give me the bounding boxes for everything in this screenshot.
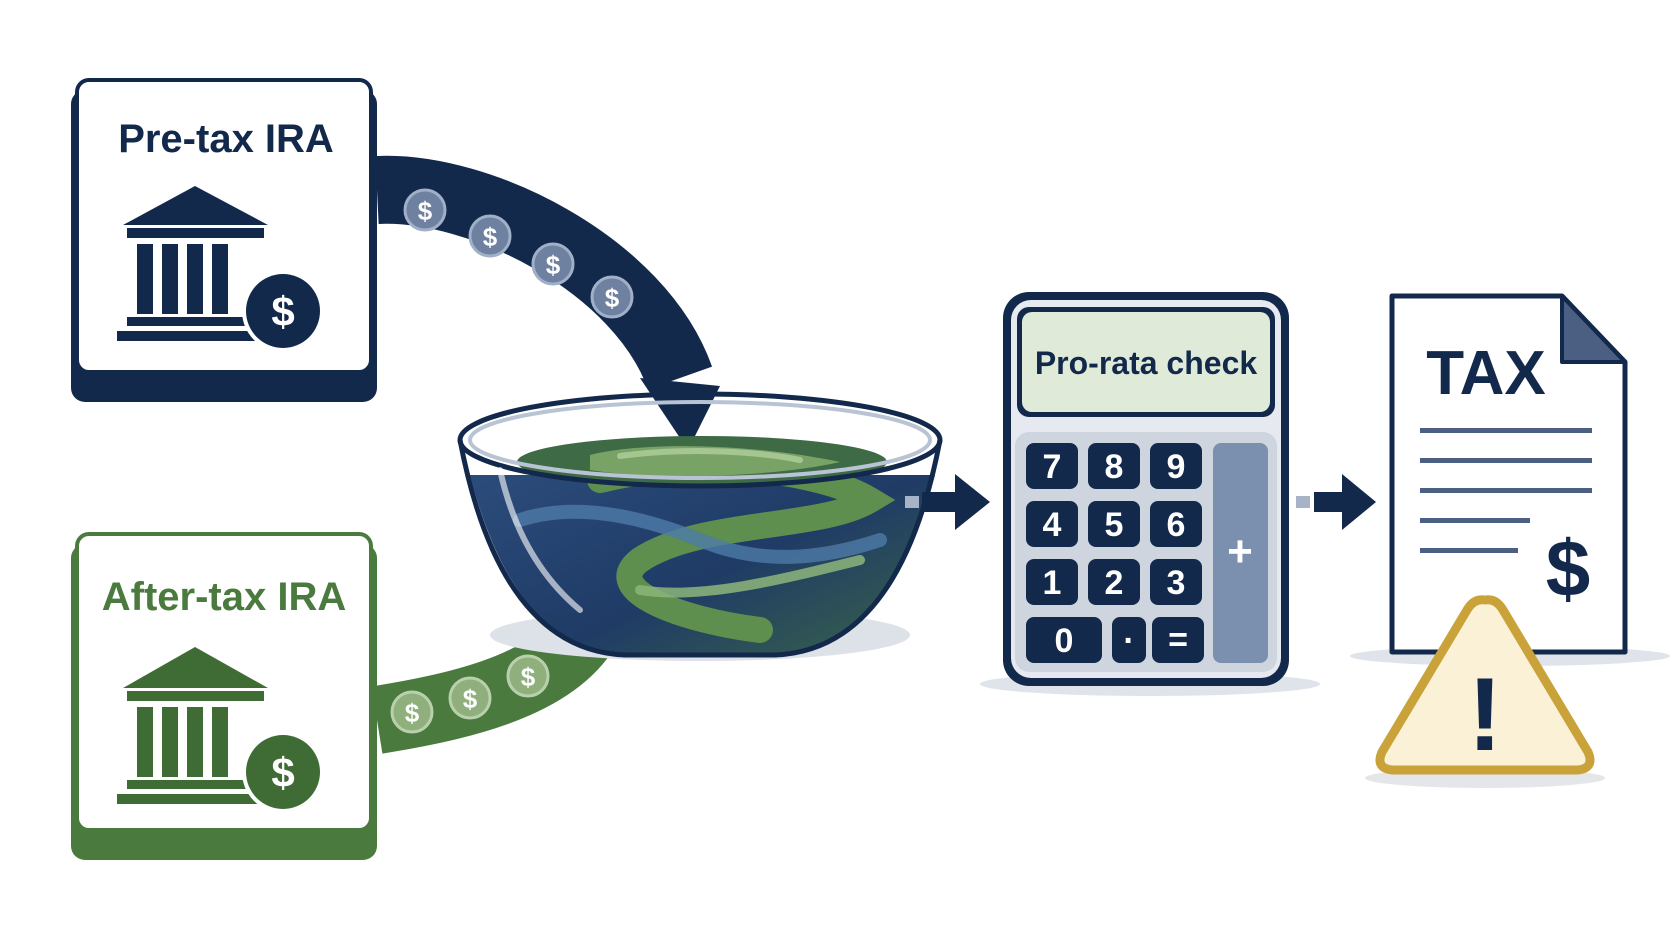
calculator: Pro-rata check 7 8 9 4 5 6 1 [980,292,1320,696]
svg-text:8: 8 [1105,448,1124,486]
aftertax-dollar-symbol: $ [271,749,294,796]
calculator-key: 5 [1088,501,1140,547]
svg-text:0: 0 [1055,622,1074,660]
svg-text:3: 3 [1167,564,1186,602]
svg-text:5: 5 [1105,506,1124,544]
pretax-dollar-badge: $ [242,270,324,352]
pretax-coin: $ [590,275,634,319]
aftertax-ira-card: After-tax IRA $ [71,532,377,860]
svg-text:$: $ [463,684,478,714]
svg-text:4: 4 [1043,506,1062,544]
aftertax-coin: $ [448,676,492,720]
pretax-coin: $ [468,214,512,258]
calculator-key: 0 [1026,617,1102,663]
calculator-key: = [1152,617,1204,663]
tax-form: TAX $ [1350,293,1670,666]
warning-exclamation: ! [1468,657,1503,773]
pretax-ira-card: Pre-tax IRA $ [71,78,377,402]
calculator-key: 8 [1088,443,1140,489]
warning-icon: ! [1365,595,1605,788]
calculator-key: 3 [1150,559,1202,605]
mixing-bowl [457,391,943,661]
svg-text:+: + [1227,527,1253,576]
svg-text:$: $ [483,222,498,252]
calculator-key: 6 [1150,501,1202,547]
tax-form-title: TAX [1426,339,1545,408]
calculator-screen-text: Pro-rata check [1035,345,1258,381]
svg-text:$: $ [405,698,420,728]
svg-text:=: = [1168,621,1188,659]
pretax-bank-icon [117,186,274,341]
calculator-key: · [1112,617,1146,663]
calculator-key: 9 [1150,443,1202,489]
svg-text:2: 2 [1105,564,1124,602]
arrow-to-calculator [905,474,990,530]
calculator-screen [1022,312,1270,412]
calculator-key: 1 [1026,559,1078,605]
aftertax-coin: $ [506,654,550,698]
svg-text:·: · [1123,622,1134,660]
aftertax-dollar-badge: $ [242,731,324,813]
pretax-coin: $ [403,188,447,232]
arrow-to-tax-form [1296,474,1376,530]
calculator-key: 7 [1026,443,1078,489]
svg-text:7: 7 [1043,448,1062,486]
calculator-plus-key: + [1213,443,1268,663]
svg-text:1: 1 [1043,564,1062,602]
pretax-ira-label: Pre-tax IRA [118,117,334,161]
aftertax-coin: $ [390,690,434,734]
svg-text:6: 6 [1167,506,1186,544]
pretax-dollar-symbol: $ [271,288,294,335]
svg-text:$: $ [418,196,433,226]
tax-form-dollar: $ [1546,524,1591,613]
calculator-key: 2 [1088,559,1140,605]
calculator-key: 4 [1026,501,1078,547]
aftertax-bank-icon [117,647,274,804]
svg-text:$: $ [546,250,561,280]
pretax-coin: $ [531,242,575,286]
aftertax-ira-label: After-tax IRA [102,575,346,619]
svg-text:$: $ [605,283,620,313]
svg-text:$: $ [521,662,536,692]
svg-text:9: 9 [1167,448,1186,486]
